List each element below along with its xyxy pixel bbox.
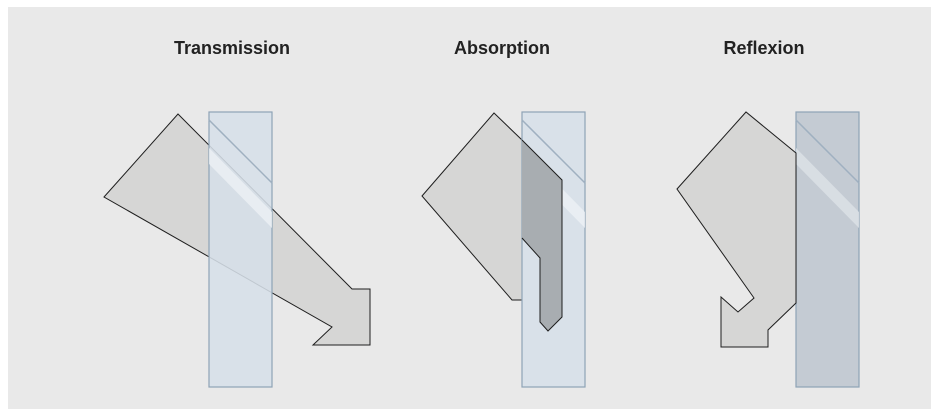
- absorption-panel: [422, 112, 585, 387]
- glass-pane-clear: [209, 112, 272, 387]
- transmission-panel: [104, 112, 370, 387]
- reflexion-panel: [677, 112, 859, 387]
- glass-pane-tinted: [796, 112, 859, 387]
- incident-light-arrow: [422, 113, 522, 300]
- reflected-light-arrow: [677, 112, 796, 347]
